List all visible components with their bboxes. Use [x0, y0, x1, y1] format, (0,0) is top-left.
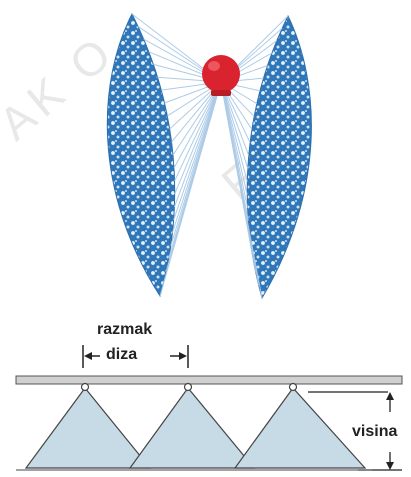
fan-line — [174, 82, 221, 207]
boom-bar — [16, 376, 402, 384]
spacing-label-line2: diza — [106, 347, 137, 363]
spacing-label-line1: razmak — [97, 322, 152, 338]
spray-cone-1 — [26, 388, 150, 468]
nozzle-tip-3 — [290, 384, 297, 391]
fan-line — [175, 82, 221, 194]
spray-fan — [107, 14, 311, 298]
spray-cone-2 — [130, 388, 254, 468]
nozzle-tip-1 — [82, 384, 89, 391]
spray-right-droplets — [247, 16, 311, 298]
nozzle-tip-2 — [185, 384, 192, 391]
height-label: visina — [352, 424, 397, 440]
boom-assembly — [16, 345, 402, 470]
spray-left-droplets — [107, 14, 174, 296]
spray-cone-3 — [235, 388, 365, 468]
